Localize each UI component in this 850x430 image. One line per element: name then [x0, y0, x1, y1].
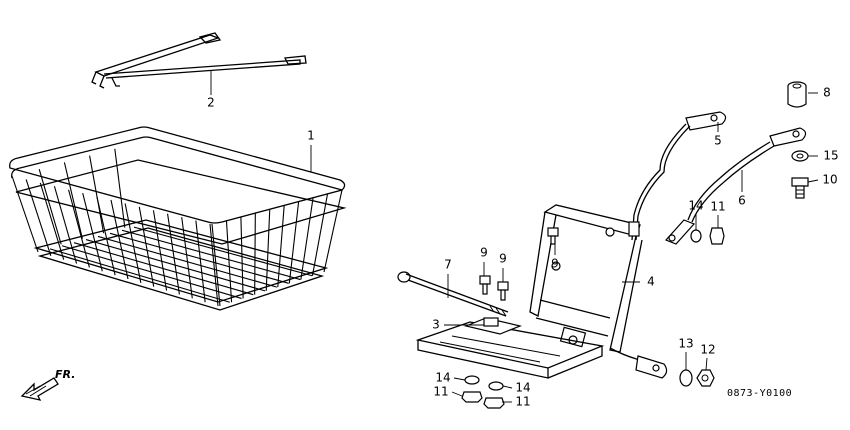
part-14-washer-upper — [690, 229, 702, 243]
callout-9c: 9 — [551, 257, 559, 271]
basket-wire — [110, 199, 129, 280]
callout-12: 12 — [700, 343, 715, 357]
basket-wire — [181, 217, 193, 299]
basket-wire — [311, 193, 329, 276]
part-14-washer-lower-left — [464, 375, 480, 385]
callout-3: 3 — [432, 318, 440, 332]
part-3-hold-down-plate — [464, 317, 522, 335]
callout-11c: 11 — [515, 395, 530, 409]
part-11-nut-upper — [709, 227, 725, 245]
callout-11a: 11 — [710, 200, 725, 214]
bolt-9c — [547, 227, 559, 245]
callout-14a: 14 — [688, 199, 703, 213]
part-9-bolts — [479, 227, 559, 301]
basket-wire — [124, 203, 142, 283]
part-2-basket-stay — [91, 32, 307, 89]
part-4-carrier-bracket — [529, 204, 643, 353]
basket-wire — [211, 223, 221, 307]
front-direction-label: FR. — [55, 368, 75, 381]
basket-wire — [38, 169, 62, 245]
basket-wire — [114, 148, 126, 228]
basket-wire — [209, 223, 219, 307]
basket-wire — [89, 155, 105, 234]
front-direction-arrow — [20, 377, 59, 401]
callout-14b: 14 — [435, 371, 450, 385]
callout-7: 7 — [444, 258, 452, 272]
basket-wire — [11, 175, 39, 253]
basket-wire — [195, 220, 206, 303]
battery-tray — [415, 321, 605, 379]
part-12-nut — [696, 369, 715, 387]
basket-wire — [85, 239, 266, 292]
part-13-washer — [679, 369, 693, 387]
diagram-code: 0873-Y0100 — [727, 388, 792, 399]
basket-wire — [300, 197, 314, 280]
basket-wire — [82, 193, 103, 272]
basket-wire — [240, 216, 244, 299]
basket-wire — [121, 229, 301, 281]
part-10-bolt — [791, 177, 809, 199]
basket-wire — [265, 208, 271, 291]
callout-4: 4 — [647, 275, 655, 289]
part-11-nut-lower-left — [461, 391, 483, 403]
basket-wire — [254, 212, 256, 295]
basket-wire — [25, 179, 52, 257]
callout-9b: 9 — [499, 252, 507, 266]
basket-wire — [133, 226, 313, 277]
callout-8: 8 — [823, 86, 831, 100]
basket-wire — [225, 220, 233, 303]
bolt-9a — [479, 275, 491, 295]
bolt-9b — [497, 281, 509, 301]
part-7-long-bolt — [397, 271, 509, 317]
callout-13: 13 — [678, 337, 693, 351]
basket-wire — [167, 213, 180, 295]
part-8-collar — [787, 81, 807, 108]
callout-1: 1 — [307, 129, 315, 143]
basket-wire — [49, 248, 230, 303]
basket-wire — [73, 242, 254, 296]
callout-labels: 1 2 3 4 5 6 7 8 9 9 9 10 11 11 11 12 13 … — [207, 86, 838, 409]
callout-14c: 14 — [515, 381, 530, 395]
part-14-washer-lower-right — [488, 381, 504, 391]
callout-11b: 11 — [433, 385, 448, 399]
part-5-battery-cable — [609, 111, 727, 379]
basket-wire — [138, 206, 155, 287]
callout-2: 2 — [207, 96, 215, 110]
leader-lines — [210, 70, 819, 403]
basket-wire — [323, 189, 343, 273]
basket-wire — [152, 210, 168, 291]
basket-wire — [53, 186, 78, 264]
basket-wire — [68, 189, 90, 268]
part-1-wire-basket — [9, 126, 347, 311]
part-6-battery-cable — [664, 127, 807, 245]
callout-10: 10 — [822, 173, 837, 187]
callout-6: 6 — [738, 194, 746, 208]
callout-9a: 9 — [480, 246, 488, 260]
part-15-washer — [791, 150, 809, 162]
callout-5: 5 — [714, 134, 722, 148]
basket-wire — [63, 162, 83, 239]
basket-wire — [109, 232, 289, 284]
callout-15: 15 — [823, 149, 838, 163]
basket-wire — [97, 235, 278, 288]
basket-wire — [61, 245, 242, 299]
basket-wire — [39, 182, 65, 260]
part-11-nut-lower-right — [483, 397, 505, 409]
